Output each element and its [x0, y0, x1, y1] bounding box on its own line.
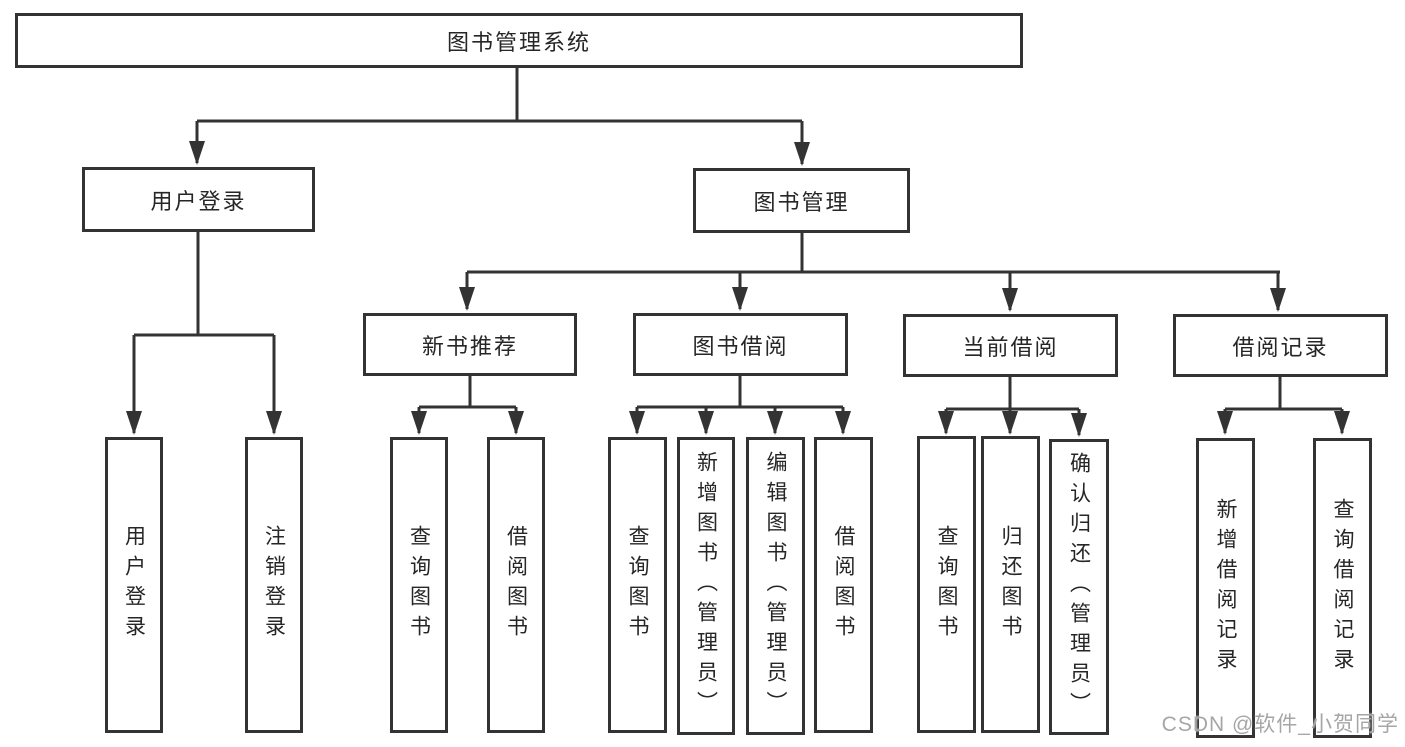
leaf-borrow-books-borrowing-label: 借阅图书	[832, 525, 855, 645]
node-root: 图书管理系统	[15, 13, 1023, 68]
leaf-query-books-recommend-label: 查询图书	[407, 525, 431, 645]
leaf-query-books-borrowing-label: 查询图书	[626, 525, 649, 645]
node-book-borrowing: 图书借阅	[633, 313, 848, 376]
leaf-borrow-books-borrowing: 借阅图书	[814, 437, 873, 733]
leaf-query-books-current-label: 查询图书	[935, 524, 958, 645]
leaf-return-books-label: 归还图书	[999, 524, 1022, 645]
leaf-borrow-books-recommend-label: 借阅图书	[504, 525, 528, 645]
leaf-query-books-recommend: 查询图书	[390, 437, 448, 733]
leaf-logout: 注销登录	[245, 437, 303, 733]
leaf-confirm-return-admin: 确认归还（管理员）	[1049, 439, 1109, 735]
edge-root-rail	[197, 66, 802, 123]
node-new-book-recommend-label: 新书推荐	[421, 333, 518, 359]
watermark: CSDN @软件_小贺同学	[1161, 713, 1399, 736]
leaf-edit-books-admin-label: 编辑图书（管理员）	[764, 451, 787, 721]
leaf-query-borrow-record-label: 查询借阅记录	[1331, 498, 1354, 678]
edge-user-login-rail	[134, 232, 274, 337]
leaf-return-books: 归还图书	[981, 436, 1040, 733]
leaf-add-borrow-record: 新增借阅记录	[1196, 438, 1255, 738]
edge-book-borrow-rail	[637, 376, 843, 409]
leaf-edit-books-admin: 编辑图书（管理员）	[746, 437, 805, 735]
node-book-management-label: 图书管理	[753, 189, 850, 215]
edge-new-book-rail	[419, 376, 516, 409]
edge-borrow-records-rail	[1225, 377, 1342, 411]
leaf-user-login: 用户登录	[105, 437, 163, 733]
leaf-borrow-books-recommend: 借阅图书	[487, 437, 545, 733]
leaf-query-books-current: 查询图书	[917, 436, 976, 733]
leaf-query-books-borrowing: 查询图书	[608, 437, 667, 733]
node-borrow-records-label: 借阅记录	[1232, 334, 1329, 360]
node-new-book-recommend: 新书推荐	[363, 313, 577, 376]
node-user-login-label: 用户登录	[150, 188, 247, 214]
leaf-query-borrow-record: 查询借阅记录	[1313, 438, 1372, 738]
leaf-logout-label: 注销登录	[262, 525, 286, 645]
node-current-borrowing: 当前借阅	[903, 314, 1118, 377]
node-book-borrowing-label: 图书借阅	[692, 333, 789, 359]
edge-current-borrow-rail	[946, 377, 1079, 411]
leaf-add-books-admin-label: 新增图书（管理员）	[694, 451, 718, 721]
node-current-borrowing-label: 当前借阅	[962, 334, 1059, 360]
leaf-add-books-admin: 新增图书（管理员）	[677, 437, 735, 735]
leaf-confirm-return-admin-label: 确认归还（管理员）	[1067, 452, 1091, 722]
node-root-label: 图书管理系统	[446, 29, 591, 55]
node-borrow-records: 借阅记录	[1173, 314, 1388, 377]
node-book-management: 图书管理	[693, 168, 910, 233]
edge-book-mgmt-rail	[467, 233, 1280, 274]
node-user-login: 用户登录	[82, 167, 315, 232]
leaf-user-login-label: 用户登录	[122, 525, 146, 645]
leaf-add-borrow-record-label: 新增借阅记录	[1214, 498, 1237, 678]
